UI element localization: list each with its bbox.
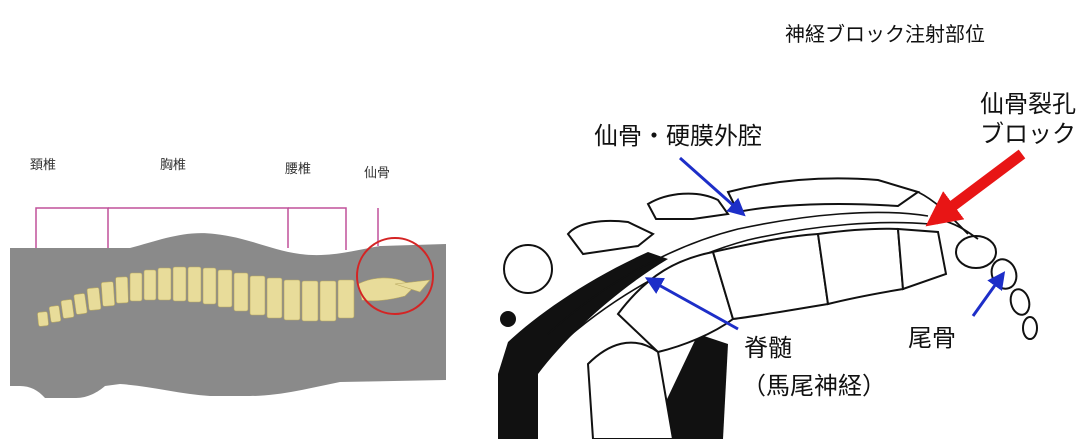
label-sacral-hiatus-2: ブロック	[980, 120, 1076, 148]
spine-label-thoracic: 胸椎	[160, 158, 187, 173]
label-sacral-epidural: 仙骨・硬膜外腔	[594, 122, 762, 150]
sacrum-highlight-circle	[356, 237, 434, 315]
sacral-vertebrae	[586, 227, 948, 439]
vertebrae	[37, 266, 431, 327]
sacrum-illustration	[498, 149, 1038, 439]
round-structure	[503, 244, 553, 294]
spine-label-lumbar: 腰椎	[285, 162, 312, 177]
spine-label-sacrum: 仙骨	[364, 166, 391, 181]
bracket-lumbar	[288, 207, 347, 250]
dark-node	[500, 311, 516, 327]
bracket-cervical	[35, 207, 109, 248]
upper-laminae	[566, 177, 921, 256]
spine-label-cervical: 頚椎	[30, 158, 57, 173]
label-coccyx: 尾骨	[908, 324, 956, 352]
arrow-spinal-cord	[644, 277, 739, 331]
spinal-canal	[498, 252, 668, 439]
spine-illustration	[10, 207, 446, 398]
sacrum-cross-section: 仙骨・硬膜外腔 仙骨裂孔 ブロック 脊髄 （馬尾神経） 尾骨	[498, 84, 1091, 439]
page-title: 神経ブロック注射部位	[785, 22, 985, 46]
arrow-sacral-hiatus	[925, 149, 1026, 227]
coccyx-segments	[955, 235, 1038, 340]
body-silhouette	[10, 233, 446, 398]
arrow-coccyx	[971, 271, 1006, 317]
arrow-epidural	[679, 156, 746, 217]
canal-lines	[547, 211, 931, 347]
label-spinal-cord-1: 脊髄	[744, 334, 792, 362]
region-brackets	[35, 207, 379, 250]
spine-side-view: 頚椎 胸椎 腰椎 仙骨	[10, 100, 446, 400]
label-spinal-cord-2: （馬尾神経）	[742, 372, 886, 400]
label-sacral-hiatus-1: 仙骨裂孔	[980, 90, 1076, 118]
